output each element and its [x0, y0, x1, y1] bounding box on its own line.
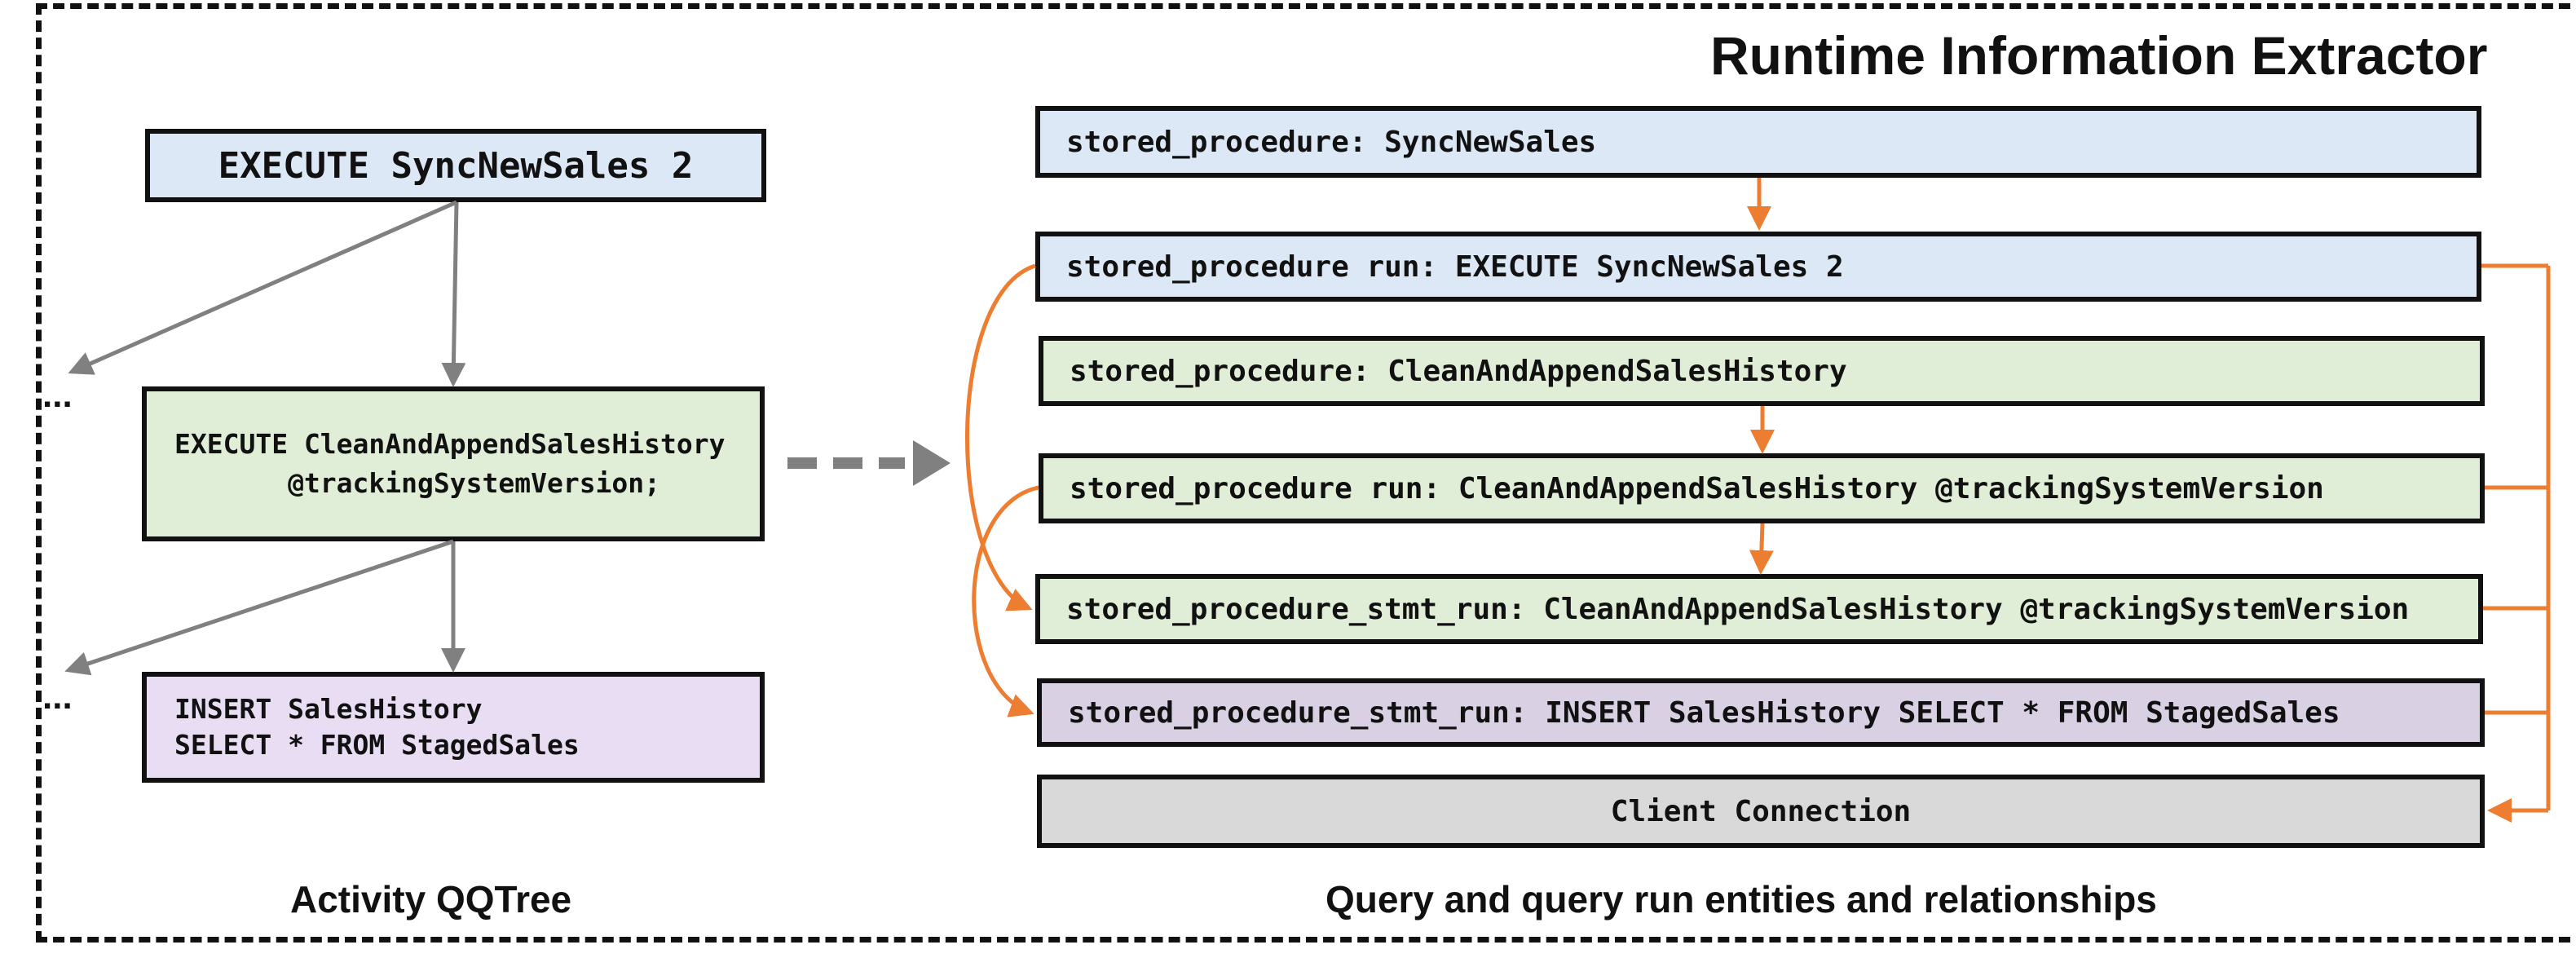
extractor-title: Runtime Information Extractor — [1710, 25, 2488, 86]
entity-stmt-run-insert: stored_procedure_stmt_run: INSERT SalesH… — [1037, 678, 2485, 747]
transition-arrowhead — [913, 440, 951, 486]
tree-edge-root-to-ellipsis — [68, 200, 458, 375]
entity-client-connection: Client Connection — [1037, 775, 2485, 848]
entity-stmt-run-cleanandappend: stored_procedure_stmt_run: CleanAndAppen… — [1035, 574, 2483, 644]
left-caption: Activity QQTree — [290, 878, 572, 920]
entity-stored-procedure-cleanandappend: stored_procedure: CleanAndAppendSalesHis… — [1039, 336, 2485, 406]
right-caption: Query and query run entities and relatio… — [1325, 878, 2157, 920]
outer-dashed-frame — [36, 3, 2576, 943]
tree-edge-child-to-ellipsis — [64, 539, 454, 676]
relation-run2-to-insert-curve — [972, 485, 1039, 717]
tree-leaf-node: INSERT SalesHistory SELECT * FROM Staged… — [142, 672, 765, 783]
tree-child-node: EXECUTE CleanAndAppendSalesHistory @trac… — [142, 386, 765, 541]
tree-root-node: EXECUTE SyncNewSales 2 — [145, 129, 766, 202]
relation-run2-to-stmt-run — [1749, 523, 1774, 575]
entity-sp-run-syncnewsales: stored_procedure run: EXECUTE SyncNewSal… — [1035, 232, 2481, 302]
relation-run-to-stmt-run-curve — [965, 263, 1036, 611]
entity-stored-procedure-syncnewsales: stored_procedure: SyncNewSales — [1035, 106, 2481, 178]
entity-sp-run-cleanandappend: stored_procedure run: CleanAndAppendSale… — [1039, 453, 2485, 523]
tree-edge-root-to-child — [441, 201, 466, 387]
ellipsis-bottom: ... — [42, 677, 73, 717]
ellipsis-top: ... — [42, 375, 73, 415]
